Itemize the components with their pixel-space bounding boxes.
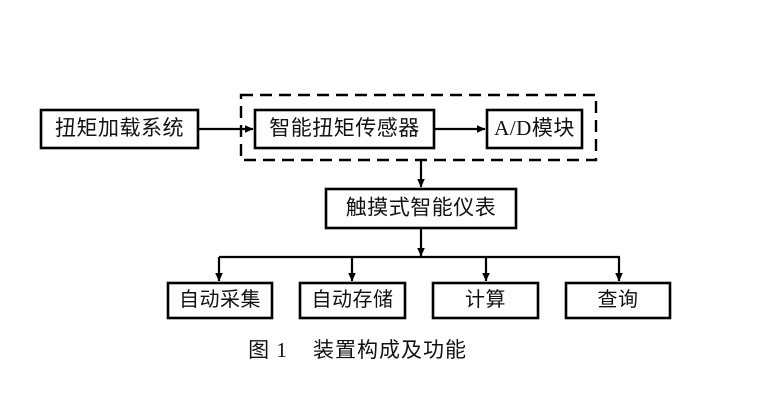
node-query[interactable]: [564, 281, 672, 320]
node-auto-storage[interactable]: [298, 281, 407, 320]
node-touch-smart-instrument[interactable]: [324, 187, 518, 230]
node-calculation[interactable]: [431, 281, 540, 320]
figure-caption-number: 图 1: [248, 338, 288, 362]
node-ad-module-label: A/D模块: [494, 116, 575, 140]
node-auto-storage-label: 自动存储: [312, 288, 394, 311]
dashed-group-border: [239, 93, 598, 162]
node-query-label: 查询: [598, 288, 639, 311]
node-touch-smart-instrument-label: 触摸式智能仪表: [346, 195, 497, 219]
node-auto-acquisition[interactable]: [166, 281, 274, 320]
figure-caption-title: 装置构成及功能: [313, 338, 467, 362]
node-torque-loading-system-label: 扭矩加载系统: [55, 116, 184, 140]
node-calculation-label: 计算: [465, 288, 506, 311]
node-smart-torque-sensor-label: 智能扭矩传感器: [269, 116, 420, 140]
node-auto-acquisition-label: 自动采集: [179, 288, 261, 311]
node-ad-module[interactable]: [485, 108, 584, 150]
node-torque-loading-system[interactable]: [39, 108, 200, 150]
node-smart-torque-sensor[interactable]: [253, 108, 436, 150]
